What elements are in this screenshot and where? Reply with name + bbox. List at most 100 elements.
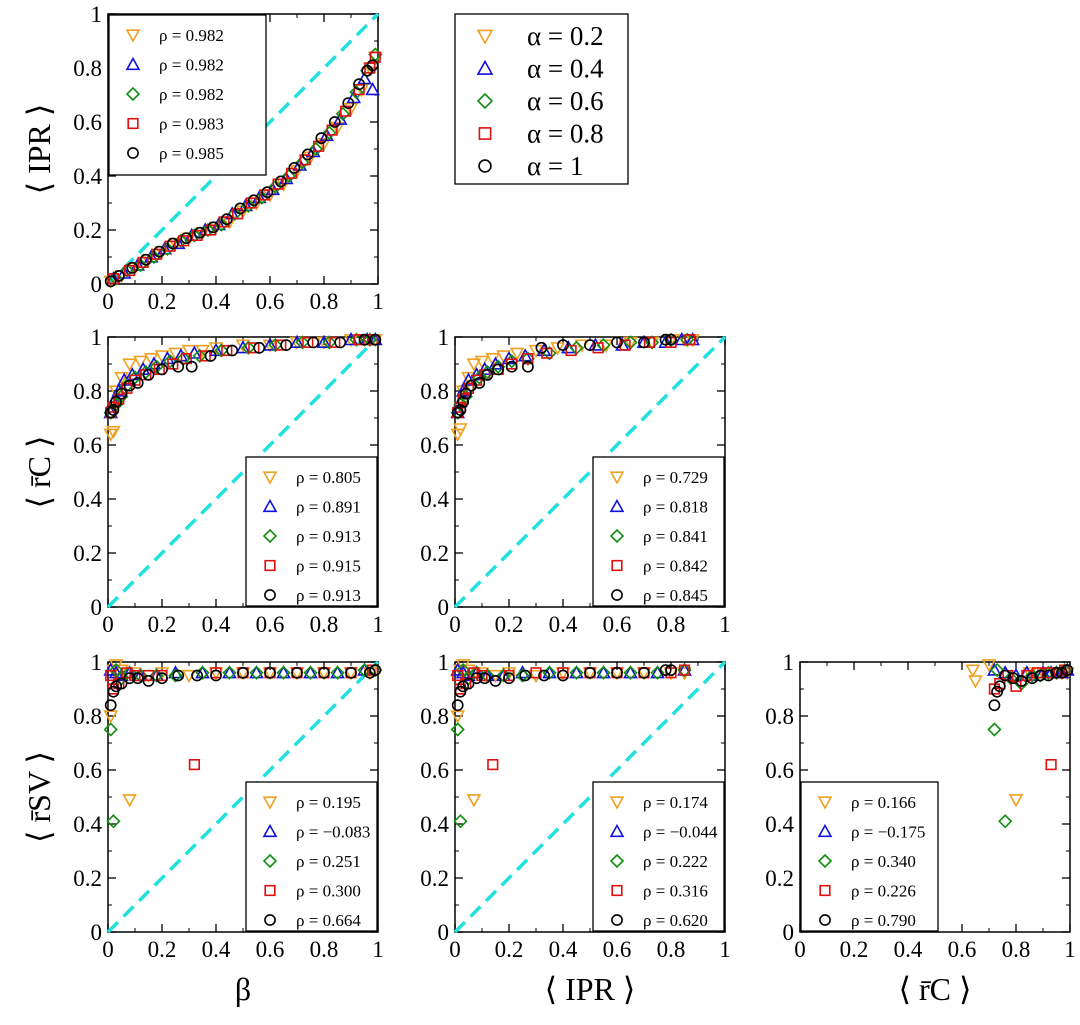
data-point bbox=[369, 51, 381, 63]
legend-label: ρ = 0.166 bbox=[851, 793, 916, 812]
data-point bbox=[623, 665, 638, 680]
data-point bbox=[180, 352, 192, 365]
legend-marker bbox=[609, 471, 625, 485]
data-point bbox=[1050, 666, 1063, 679]
x-tick-label: 0.4 bbox=[202, 937, 231, 962]
x-tick-label: 1 bbox=[372, 937, 384, 962]
data-point bbox=[123, 379, 136, 392]
data-point bbox=[191, 229, 203, 242]
data-point bbox=[342, 97, 355, 109]
data-point bbox=[659, 333, 672, 346]
legend-label: ρ = 0.195 bbox=[296, 793, 361, 812]
data-point bbox=[453, 423, 468, 437]
legend-marker bbox=[262, 796, 278, 810]
y-tick-label: 0 bbox=[438, 595, 450, 620]
data-point bbox=[450, 722, 465, 737]
data-point bbox=[153, 245, 166, 258]
data-point bbox=[322, 125, 337, 140]
legend-marker bbox=[262, 528, 278, 544]
data-point bbox=[596, 665, 611, 679]
data-point bbox=[247, 194, 260, 207]
data-point bbox=[124, 367, 140, 381]
data-point bbox=[1015, 675, 1028, 687]
identity-line bbox=[106, 12, 380, 286]
data-point bbox=[503, 672, 515, 685]
series-alpha-0.2 bbox=[103, 334, 383, 442]
data-point bbox=[308, 141, 324, 157]
data-point bbox=[519, 669, 532, 682]
data-point bbox=[454, 403, 467, 416]
legend-label: ρ = 0.174 bbox=[643, 793, 708, 812]
legend-label: ρ = −0.083 bbox=[296, 823, 370, 842]
data-point bbox=[276, 665, 291, 680]
y-tick-label: 1 bbox=[438, 650, 450, 675]
series-alpha-0.8 bbox=[105, 664, 379, 771]
data-point bbox=[991, 685, 1003, 698]
legend-label: ρ = 0.982 bbox=[159, 56, 224, 75]
data-point bbox=[139, 253, 152, 266]
data-point bbox=[343, 102, 359, 117]
alpha-legend-marker bbox=[478, 127, 492, 140]
x-axis-label: ⟨ IPR ⟩ bbox=[545, 971, 636, 1007]
data-point bbox=[623, 665, 638, 679]
data-point bbox=[318, 666, 330, 679]
y-tick-label: 0 bbox=[91, 595, 103, 620]
data-point bbox=[146, 249, 162, 265]
legend-marker bbox=[817, 823, 833, 838]
data-point bbox=[258, 189, 271, 201]
data-point bbox=[1034, 669, 1047, 682]
data-point bbox=[185, 360, 198, 373]
data-point bbox=[487, 758, 499, 771]
data-point bbox=[133, 257, 148, 273]
y-tick-label: 1 bbox=[438, 325, 450, 350]
data-point bbox=[466, 794, 482, 808]
y-tick-label: 1 bbox=[91, 325, 103, 350]
legend-label: ρ = 0.982 bbox=[159, 26, 224, 45]
data-point bbox=[222, 665, 237, 680]
data-point bbox=[584, 339, 596, 351]
data-point bbox=[326, 124, 338, 136]
legend-label: ρ = 0.845 bbox=[643, 586, 708, 605]
legend-label: ρ = 0.300 bbox=[296, 882, 361, 901]
legend-marker bbox=[264, 884, 276, 897]
data-point bbox=[592, 342, 604, 354]
data-point bbox=[452, 669, 464, 682]
data-point bbox=[459, 387, 472, 400]
data-point bbox=[522, 360, 534, 373]
data-point bbox=[191, 669, 203, 682]
data-point bbox=[363, 666, 376, 679]
data-point bbox=[316, 138, 332, 152]
data-point bbox=[221, 344, 233, 357]
data-point bbox=[200, 222, 216, 238]
legend-marker bbox=[262, 498, 278, 513]
y-axis-label: ⟨ IPR ⟩ bbox=[21, 104, 57, 195]
legend-label: ρ = 0.316 bbox=[643, 882, 708, 901]
data-point bbox=[276, 665, 291, 679]
data-point bbox=[142, 669, 155, 682]
y-tick-label: 0.8 bbox=[73, 379, 102, 404]
data-point bbox=[998, 814, 1013, 829]
legend-label: ρ = 0.985 bbox=[159, 144, 224, 163]
data-point bbox=[172, 360, 185, 373]
y-tick-label: 1 bbox=[91, 2, 103, 27]
data-point bbox=[280, 339, 293, 351]
data-point bbox=[303, 665, 318, 680]
data-point bbox=[538, 669, 550, 682]
x-tick-label: 1 bbox=[719, 612, 731, 637]
legend-label: ρ = 0.620 bbox=[643, 911, 708, 930]
data-point bbox=[569, 665, 584, 680]
data-point bbox=[262, 337, 278, 351]
y-tick-label: 0 bbox=[91, 920, 103, 945]
data-point bbox=[365, 81, 380, 96]
data-point bbox=[454, 685, 467, 698]
data-point bbox=[131, 376, 144, 389]
x-tick-label: 0.4 bbox=[202, 289, 231, 314]
data-point bbox=[659, 664, 672, 676]
data-point bbox=[178, 235, 190, 247]
data-point bbox=[112, 269, 125, 282]
data-point bbox=[241, 198, 256, 213]
data-point bbox=[477, 361, 493, 376]
x-tick-label: 1 bbox=[372, 289, 384, 314]
